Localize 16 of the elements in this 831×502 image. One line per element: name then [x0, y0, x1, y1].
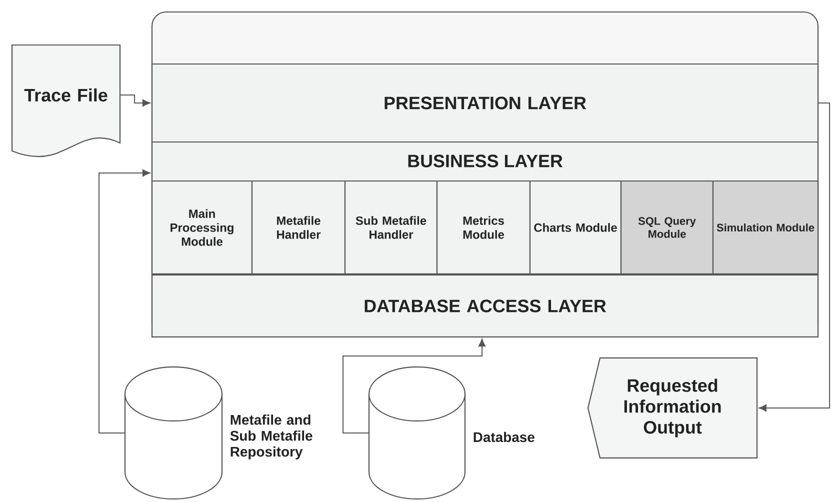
- module-box: Main Processing Module: [151, 180, 253, 275]
- module-box: Metrics Module: [436, 180, 531, 275]
- module-box: SQL Query Module: [620, 180, 714, 275]
- database-cylinder: [124, 366, 223, 500]
- module-box: Sub Metafile Handler: [344, 180, 438, 275]
- node-caption: Metafile and Sub Metafile Repository: [230, 414, 312, 460]
- layer-band: PRESENTATION LAYER: [151, 63, 819, 143]
- module-box: Simulation Module: [712, 180, 819, 275]
- node-caption: Database: [474, 432, 534, 442]
- database-cylinder: [368, 366, 466, 500]
- arrow: [342, 338, 486, 434]
- module-box: Charts Module: [529, 180, 622, 275]
- arrow: [758, 102, 830, 412]
- arrow: [98, 169, 150, 434]
- module-box: Metafile Handler: [251, 180, 346, 275]
- arrow: [120, 94, 150, 107]
